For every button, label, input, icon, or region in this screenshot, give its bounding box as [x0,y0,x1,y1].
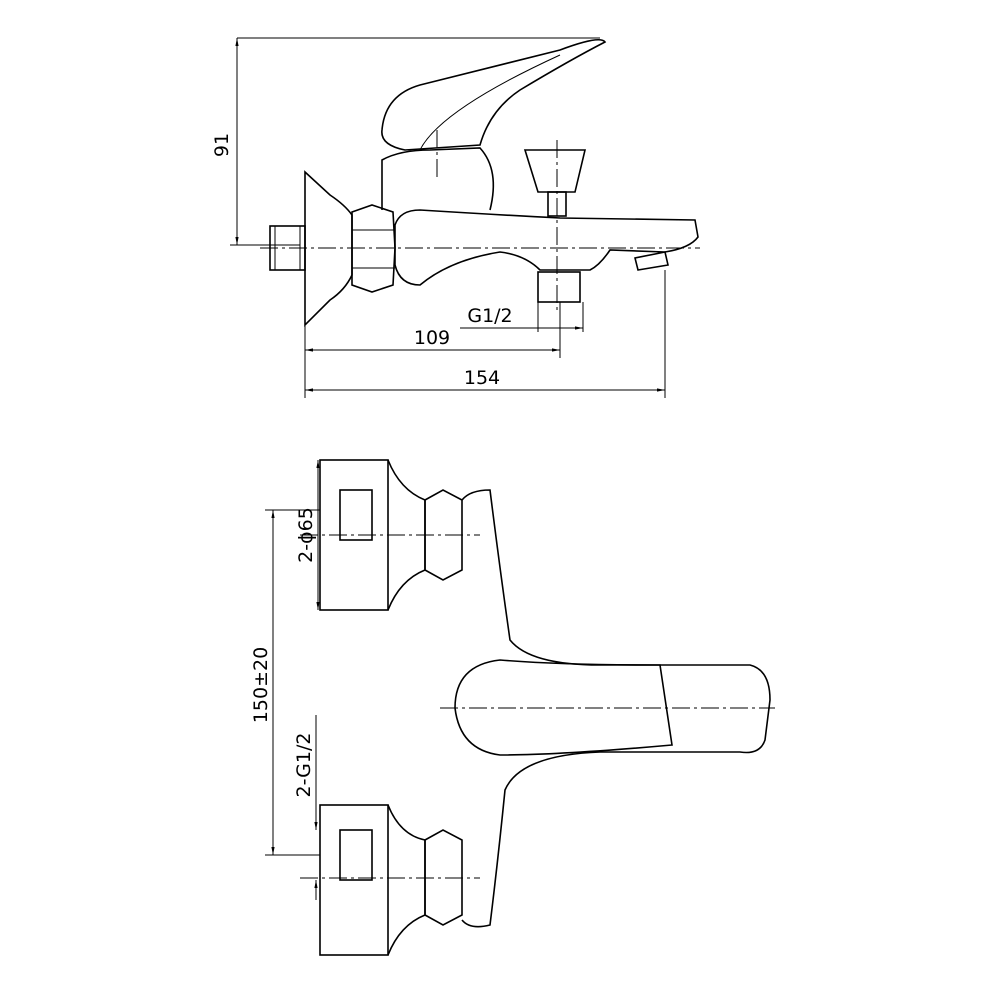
outlet-thread-label: G1/2 [467,305,512,327]
total-length-label: 154 [464,367,500,389]
height-label: 91 [211,133,233,157]
outlet-distance-label: 109 [414,327,450,349]
side-view: 91 G1/2 109 154 [211,37,700,398]
center-distance-label: 150±20 [250,647,272,723]
flange-diameter-label: 2-ϕ65 [295,507,317,563]
top-view: 2-ϕ65 150±20 2-G1/2 [250,459,775,956]
inlet-thread-label: 2-G1/2 [293,733,315,798]
